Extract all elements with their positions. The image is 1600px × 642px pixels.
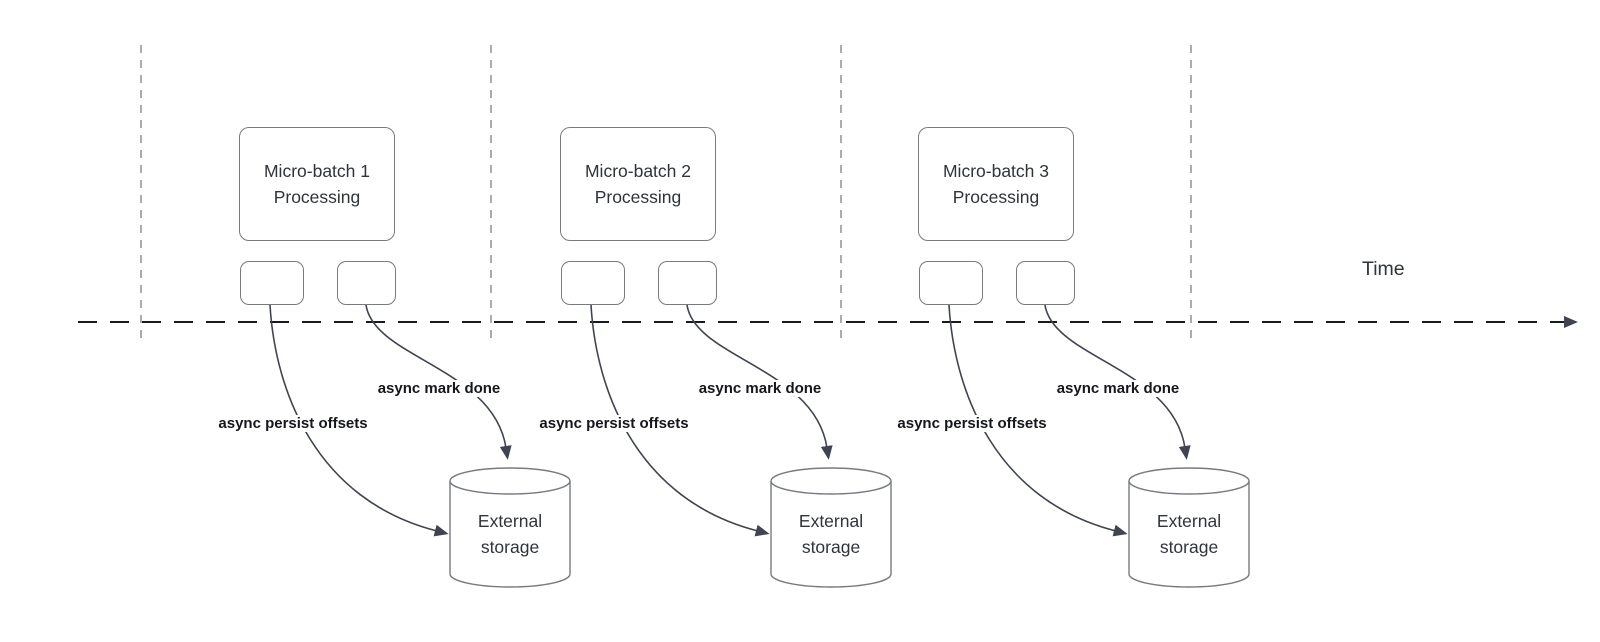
group3-connectors [948,304,1250,588]
mark-done-task-box [1016,261,1075,305]
box-label-line1: Micro-batch 1 [263,161,370,181]
persist-offsets-arrow [269,304,449,537]
persist-offsets-task-box [561,261,625,305]
persist-offsets-arrow-label: async persist offsets [535,415,693,432]
mark-done-arrow [1044,304,1191,460]
box-label-line2: Processing [273,187,361,207]
group1-connectors [269,304,571,588]
micro-batch-3-processing-box: Micro-batch 3 Processing [918,127,1074,241]
persist-offsets-task-box [240,261,304,305]
external-storage-label: External storage [1129,508,1249,560]
external-storage-cylinder [449,467,571,588]
external-storage-cylinder [1128,467,1250,588]
persist-offsets-arrow [590,304,770,537]
persist-offsets-arrow [948,304,1128,537]
external-storage-cylinder [770,467,892,588]
persist-offsets-arrow-label: async persist offsets [893,415,1051,432]
mark-done-arrow [365,304,512,460]
box-label-line2: Processing [952,187,1040,207]
external-storage-label: External storage [771,508,891,560]
storage-label-line2: storage [480,537,540,557]
storage-label-line2: storage [801,537,861,557]
persist-offsets-arrow-label: async persist offsets [214,415,372,432]
time-axis-label: Time [1362,258,1405,280]
box-label-line1: Micro-batch 3 [942,161,1049,181]
mark-done-arrow-label: async mark done [373,380,505,397]
mark-done-arrow [686,304,833,460]
group2-connectors [590,304,892,588]
micro-batch-1-processing-box: Micro-batch 1 Processing [239,127,395,241]
storage-label-line2: storage [1159,537,1219,557]
storage-label-line1: External [477,511,543,531]
persist-offsets-task-box [919,261,983,305]
box-label-line1: Micro-batch 2 [584,161,691,181]
box-label-line2: Processing [594,187,682,207]
mark-done-task-box [658,261,717,305]
mark-done-task-box [337,261,396,305]
external-storage-label: External storage [450,508,570,560]
micro-batch-2-processing-box: Micro-batch 2 Processing [560,127,716,241]
storage-label-line1: External [798,511,864,531]
storage-label-line1: External [1156,511,1222,531]
mark-done-arrow-label: async mark done [694,380,826,397]
mark-done-arrow-label: async mark done [1052,380,1184,397]
